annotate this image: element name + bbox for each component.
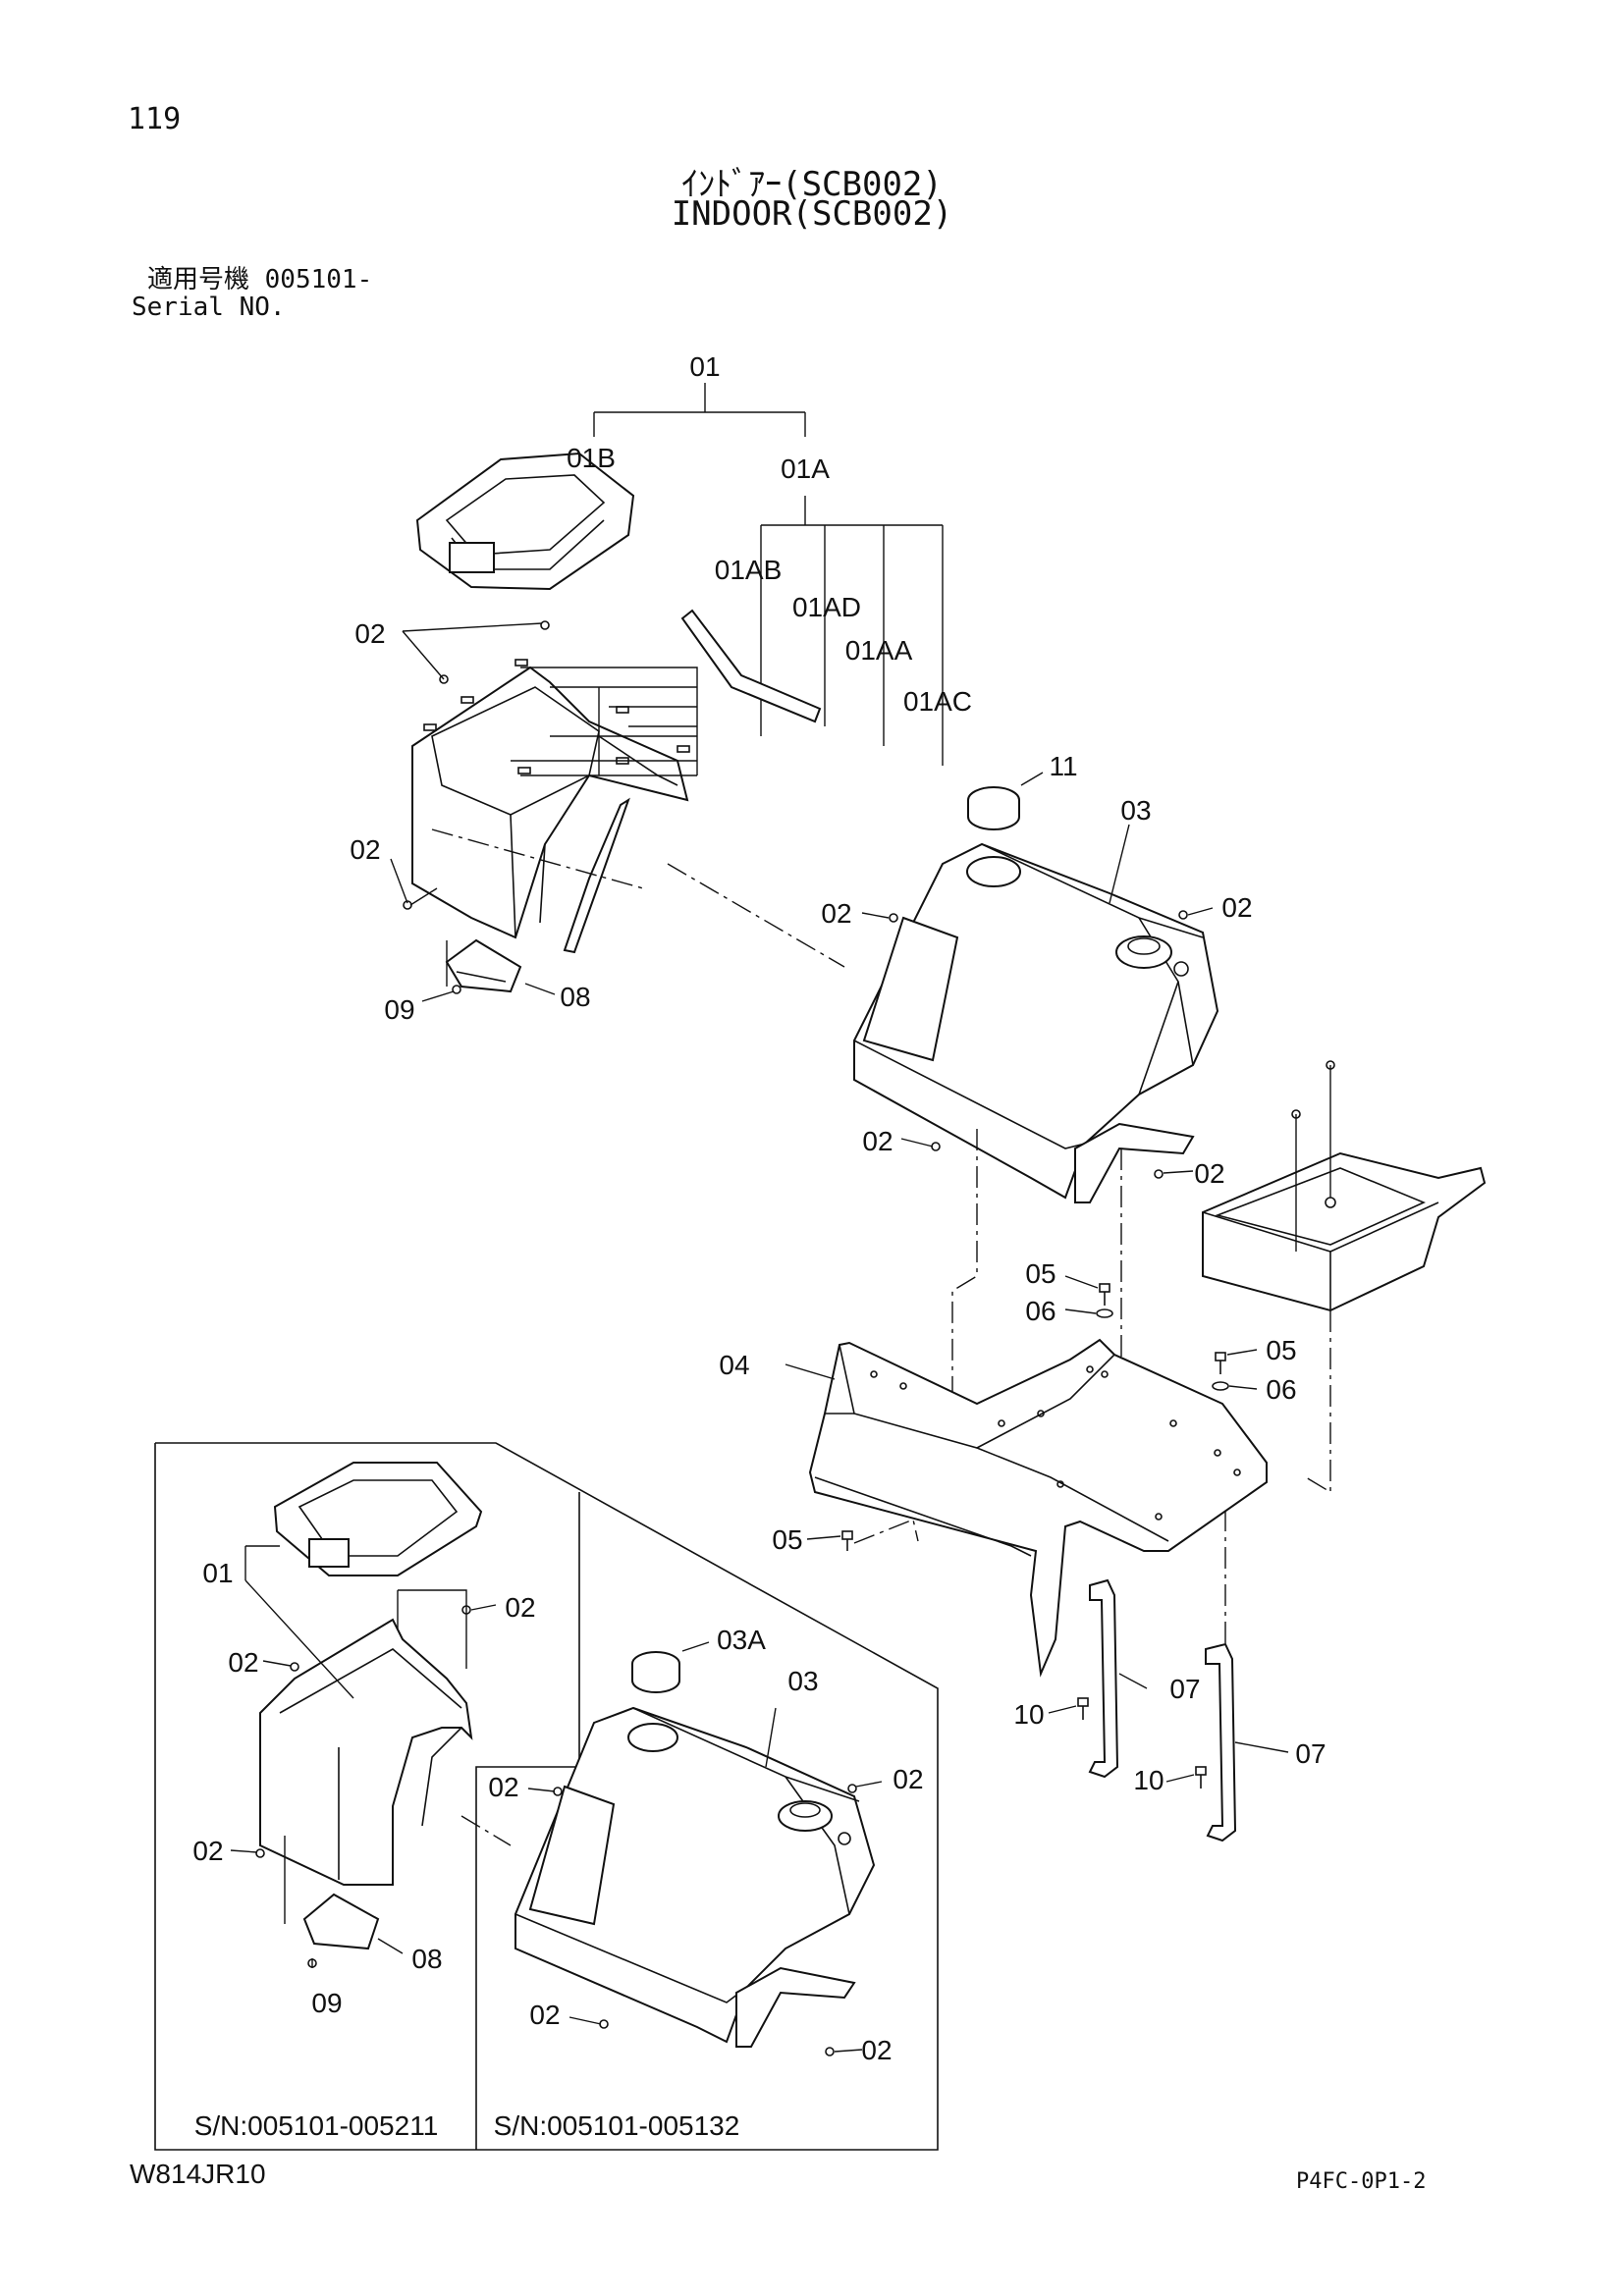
- callout-01ab: 01AB: [715, 555, 783, 585]
- sheet-code: P4FC-0P1-2: [1296, 2169, 1427, 2194]
- part-04-floor-plate: [785, 1338, 1268, 1678]
- callout-05: 05: [1025, 1258, 1056, 1289]
- callout-02: 02: [529, 2000, 560, 2030]
- part-08-bracket: [421, 938, 556, 1002]
- callout-09: 09: [384, 994, 414, 1025]
- part-07-stays: [1048, 1578, 1289, 1842]
- document-code: W814JR10: [130, 2159, 266, 2189]
- part-03-tank-cover: [853, 842, 1219, 1203]
- callout-02: 02: [821, 898, 851, 929]
- callout-02: 02: [1194, 1158, 1224, 1189]
- callout-02: 02: [861, 2035, 892, 2065]
- callout-01aa: 01AA: [845, 635, 913, 666]
- inset-right-serial: S/N:005101-005132: [494, 2110, 740, 2141]
- callout-08: 08: [560, 982, 590, 1012]
- title-english: INDOOR(SCB002): [671, 194, 953, 234]
- callout-02: 02: [228, 1647, 258, 1678]
- callout-02: 02: [862, 1126, 893, 1156]
- callout-10: 10: [1133, 1765, 1164, 1795]
- callout-08: 08: [411, 1944, 442, 1974]
- callout-07: 07: [1295, 1738, 1326, 1769]
- callout-06: 06: [1025, 1296, 1056, 1326]
- inset-console: [230, 1462, 497, 1968]
- screws-02-tank: [861, 907, 1214, 1179]
- callout-02: 02: [1221, 892, 1252, 923]
- serial-label-japanese: 適用号機 005101-: [147, 265, 373, 294]
- callout-03a: 03A: [717, 1625, 766, 1655]
- serial-label-english: Serial NO.: [132, 293, 286, 322]
- callout-02: 02: [488, 1772, 518, 1802]
- part-01aa-seal: [563, 797, 630, 954]
- part-01ab-trim: [680, 609, 822, 723]
- callout-11: 11: [1049, 751, 1077, 781]
- callout-10: 10: [1013, 1699, 1044, 1730]
- bolts-05-06: [806, 1275, 1258, 1551]
- part-01b-lid: [415, 452, 635, 591]
- inset-tank-cover: [460, 1641, 883, 2056]
- inset-left-serial: S/N:005101-005211: [194, 2110, 439, 2141]
- title-japanese: ｲﾝﾄﾞｱｰ(SCB002): [681, 165, 943, 204]
- callout-02: 02: [354, 618, 385, 649]
- part-11-cap: [967, 772, 1044, 830]
- callout-05: 05: [772, 1524, 802, 1555]
- callout-01ac: 01AC: [903, 686, 972, 717]
- callout-04: 04: [719, 1350, 749, 1380]
- callout-03: 03: [1120, 795, 1151, 826]
- part-tray: [1202, 1060, 1487, 1312]
- part-01a-console: [411, 659, 690, 939]
- page-number: 119: [128, 102, 182, 136]
- callout-01: 01: [202, 1558, 233, 1588]
- callout-02: 02: [505, 1592, 535, 1623]
- clip-leaders: [511, 667, 698, 776]
- callout-07: 07: [1169, 1674, 1200, 1704]
- callout-01: 01: [689, 351, 720, 382]
- screws-02-console: [390, 620, 550, 910]
- callout-06: 06: [1266, 1374, 1296, 1405]
- inset-frame: [154, 1442, 939, 2151]
- callout-03: 03: [787, 1666, 818, 1696]
- callout-05: 05: [1266, 1335, 1296, 1365]
- callout-01b: 01B: [567, 443, 616, 473]
- callout-09: 09: [311, 1988, 342, 2018]
- callout-01a: 01A: [781, 454, 830, 484]
- callout-02: 02: [192, 1836, 223, 1866]
- callout-02: 02: [350, 834, 380, 865]
- callout-01ad: 01AD: [792, 592, 861, 622]
- callout-tree-01: [593, 383, 944, 766]
- callout-02: 02: [893, 1764, 923, 1794]
